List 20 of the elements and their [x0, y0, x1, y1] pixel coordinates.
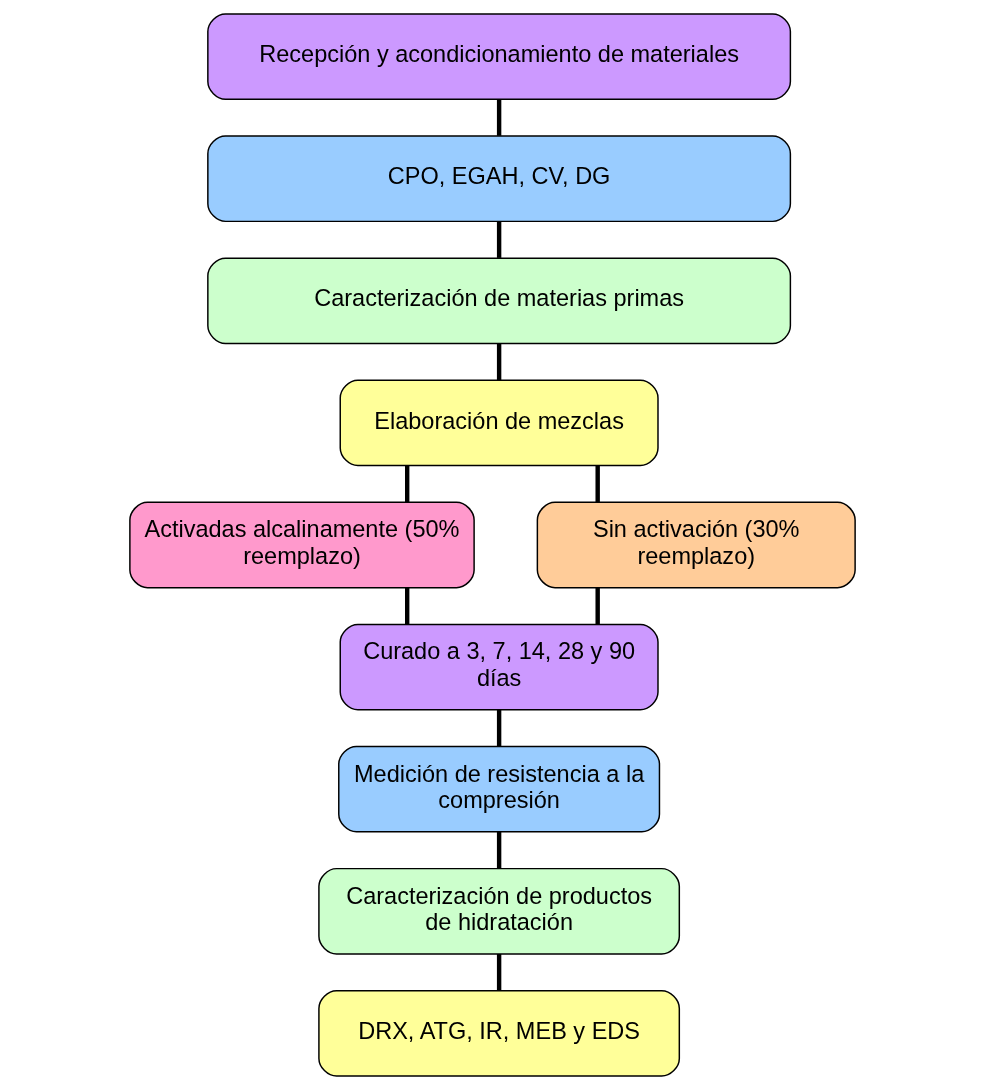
node-box: DRX, ATG, IR, MEB y EDS [317, 990, 680, 1077]
node-box: Sin activación (30% reemplazo) [536, 501, 856, 589]
node-box: CPO, EGAH, CV, DG [206, 135, 791, 223]
node-box: Curado a 3, 7, 14, 28 y 90 días [339, 623, 659, 711]
connector [496, 831, 501, 869]
node-box: Medición de resistencia a la compresión [337, 745, 660, 833]
connector [404, 587, 409, 625]
connector [496, 709, 501, 747]
node-box: Elaboración de mezclas [339, 379, 659, 467]
node-box: Recepción y acondicionamiento de materiales [206, 13, 791, 100]
connector [594, 465, 600, 503]
connector [496, 221, 501, 258]
connector [496, 99, 501, 136]
node-box: Caracterización de productos de hidratación [317, 867, 680, 955]
connector [496, 954, 501, 991]
connector [594, 587, 600, 625]
connector [496, 343, 501, 380]
node-box: Activadas alcalinamente (50% reemplazo) [128, 501, 475, 589]
node-box: Caracterización de materias primas [206, 257, 791, 345]
connector [404, 465, 409, 503]
